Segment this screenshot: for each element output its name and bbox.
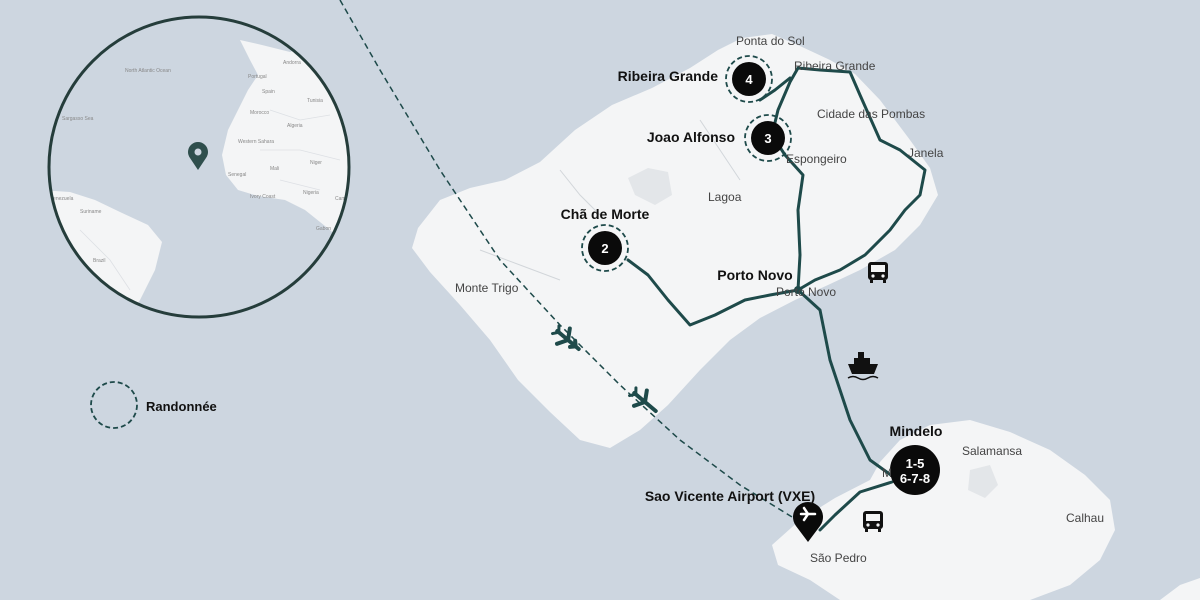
stage-number: 4: [745, 72, 753, 87]
stage-number: 6-7-8: [900, 471, 930, 486]
inset-label: Morocco: [250, 110, 269, 116]
inset-label: Brazil: [93, 258, 106, 264]
stage-marker-3[interactable]: 3: [744, 114, 792, 162]
inset-label: Algeria: [287, 123, 303, 129]
bus-icon: [868, 262, 888, 283]
porto-novo-dot: [794, 286, 802, 294]
place-label: Ponta do Sol: [736, 34, 805, 48]
inset-label: North Atlantic Ocean: [125, 68, 171, 74]
place-label: Porto Novo: [776, 285, 836, 299]
airplane-icon: [628, 386, 658, 413]
island-santo-antao: [412, 34, 938, 448]
airport-pin-icon: [793, 502, 823, 542]
inset-label: Nigeria: [303, 190, 319, 196]
stage-marker-2[interactable]: 2: [581, 224, 629, 272]
inset-label: Sargasso Sea: [62, 116, 94, 122]
inset-label: Western Sahara: [238, 139, 274, 145]
place-label: São Pedro: [810, 551, 867, 565]
inset-label: Tunisia: [307, 98, 323, 104]
inset-label: Mali: [270, 166, 279, 172]
place-label: Monte Trigo: [455, 281, 519, 295]
inset-label: Spain: [262, 89, 275, 95]
place-label: Janela: [908, 146, 944, 160]
location-airport: Sao Vicente Airport (VXE): [645, 488, 815, 504]
stage-number: 2: [601, 241, 608, 256]
location-joao-alfonso: Joao Alfonso: [647, 129, 735, 145]
stage-marker-4[interactable]: 4: [725, 55, 773, 103]
airplane-icon: [551, 324, 581, 351]
legend-hike-label: Randonnée: [146, 399, 217, 414]
stage-marker-mindelo[interactable]: 1-5 6-7-8: [890, 445, 940, 495]
place-label: Cidade das Pombas: [817, 107, 925, 121]
place-label: Ribeira Grande: [794, 59, 876, 73]
stage-number: 1-5: [906, 456, 925, 471]
island-detail: [968, 465, 998, 498]
island-corner: [1160, 578, 1200, 600]
ship-icon: [847, 352, 879, 381]
place-label: Espongeiro: [786, 152, 847, 166]
island-detail: [628, 168, 672, 205]
place-label: Salamansa: [962, 444, 1022, 458]
inset-label: Andorra: [283, 60, 301, 66]
inset-map: North Atlantic Ocean Portugal Andorra Sp…: [47, 15, 359, 319]
island-sao-vicente: [772, 420, 1115, 600]
place-label: Lagoa: [708, 190, 742, 204]
inset-label: Portugal: [248, 74, 267, 80]
place-label: Calhau: [1066, 511, 1104, 525]
location-cha-de-morte: Chã de Morte: [561, 206, 650, 222]
legend-hike-swatch: [90, 381, 138, 429]
place-label: M: [882, 466, 892, 480]
inset-label: Suriname: [80, 209, 102, 215]
inset-label: Senegal: [228, 172, 246, 178]
terrain-lines: [479, 119, 741, 281]
location-mindelo: Mindelo: [890, 423, 943, 439]
inset-label: Cameroon: [335, 196, 359, 202]
location-pin-icon: [188, 142, 208, 170]
legend: Randonnée: [90, 381, 217, 429]
inset-label: Niger: [310, 160, 322, 166]
inset-label: Ivory Coast: [250, 194, 276, 200]
location-porto-novo: Porto Novo: [717, 267, 792, 283]
inset-label: Gabon: [316, 226, 331, 232]
location-ribeira-grande: Ribeira Grande: [618, 68, 719, 84]
stage-number: 3: [764, 131, 771, 146]
inset-label: Venezuela: [50, 196, 74, 202]
bus-icon: [863, 511, 883, 532]
